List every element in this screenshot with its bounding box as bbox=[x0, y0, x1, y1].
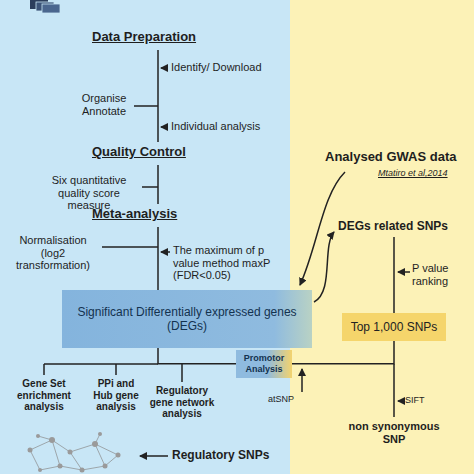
box-text: Significant Differentially expressed gen… bbox=[67, 305, 307, 334]
flow-line bbox=[157, 227, 159, 290]
side-arrow bbox=[398, 400, 402, 402]
network-dot bbox=[58, 464, 63, 469]
network-dot bbox=[98, 432, 102, 436]
network-dot bbox=[38, 468, 42, 472]
analysis-label: Regulatory gene network analysis bbox=[146, 385, 218, 420]
step-note: The maximum of p value method maxP (FDR<… bbox=[173, 244, 285, 282]
network-dot bbox=[36, 434, 40, 438]
network-dot bbox=[92, 441, 98, 447]
process-box: Top 1,000 SNPs bbox=[342, 313, 446, 341]
flow-line bbox=[157, 50, 159, 142]
flow-line bbox=[157, 165, 159, 204]
source-heading: Analysed GWAS data bbox=[325, 150, 456, 165]
tool-label: SIFT bbox=[405, 395, 425, 405]
analysis-label: PPi and Hub gene analysis bbox=[90, 378, 142, 413]
step-note: Identify/ Download bbox=[171, 61, 262, 74]
side-tick bbox=[102, 246, 158, 248]
curved-arrow bbox=[314, 232, 334, 302]
process-box: Significant Differentially expressed gen… bbox=[62, 290, 312, 348]
side-arrow bbox=[161, 251, 170, 253]
network-dot bbox=[28, 448, 33, 453]
flow-connector bbox=[158, 348, 236, 364]
network-dot bbox=[103, 464, 108, 469]
branch-line bbox=[181, 364, 183, 382]
step-heading: Regulatory SNPs bbox=[172, 449, 269, 463]
branch-line bbox=[44, 363, 158, 365]
tool-label: atSNP bbox=[268, 394, 294, 404]
network-dot bbox=[49, 437, 55, 443]
analysis-label: Gene Set enrichment analysis bbox=[2, 378, 86, 413]
branch-line bbox=[43, 364, 45, 375]
network-dot bbox=[80, 468, 85, 473]
step-note: Individual analysis bbox=[171, 120, 260, 133]
flow-line bbox=[393, 364, 395, 417]
side-arrow bbox=[161, 126, 168, 128]
yellow-panel bbox=[290, 0, 474, 474]
side-arrow bbox=[140, 455, 168, 457]
step-heading: non synonymous SNP bbox=[346, 420, 442, 445]
blue-panel bbox=[0, 0, 290, 474]
process-box: Promotor Analysis bbox=[236, 350, 292, 378]
side-arrow bbox=[398, 271, 410, 273]
step-heading: Meta-analysis bbox=[92, 207, 177, 222]
network-links bbox=[30, 434, 118, 470]
icon-sheet bbox=[42, 4, 60, 13]
step-note: Normalisation (log2 transformation) bbox=[6, 234, 100, 272]
step-heading: DEGs related SNPs bbox=[338, 220, 448, 234]
network-picture bbox=[28, 432, 121, 473]
flow-line bbox=[393, 237, 395, 313]
side-tick bbox=[134, 105, 158, 107]
data-icon bbox=[30, 0, 60, 13]
step-heading: Quality Control bbox=[92, 145, 186, 160]
branch-line bbox=[115, 364, 117, 375]
side-arrow bbox=[161, 67, 168, 69]
step-note: P value ranking bbox=[412, 262, 468, 287]
network-dot bbox=[116, 453, 121, 458]
network-dot bbox=[68, 450, 73, 455]
side-tick bbox=[142, 186, 158, 188]
box-text: Promotor Analysis bbox=[241, 353, 287, 375]
box-text: Top 1,000 SNPs bbox=[351, 320, 438, 334]
up-arrow bbox=[301, 369, 303, 392]
citation: Mtatiro et al,2014 bbox=[378, 168, 448, 178]
step-heading: Data Preparation bbox=[92, 30, 196, 45]
step-note: Organise Annotate bbox=[76, 92, 132, 117]
